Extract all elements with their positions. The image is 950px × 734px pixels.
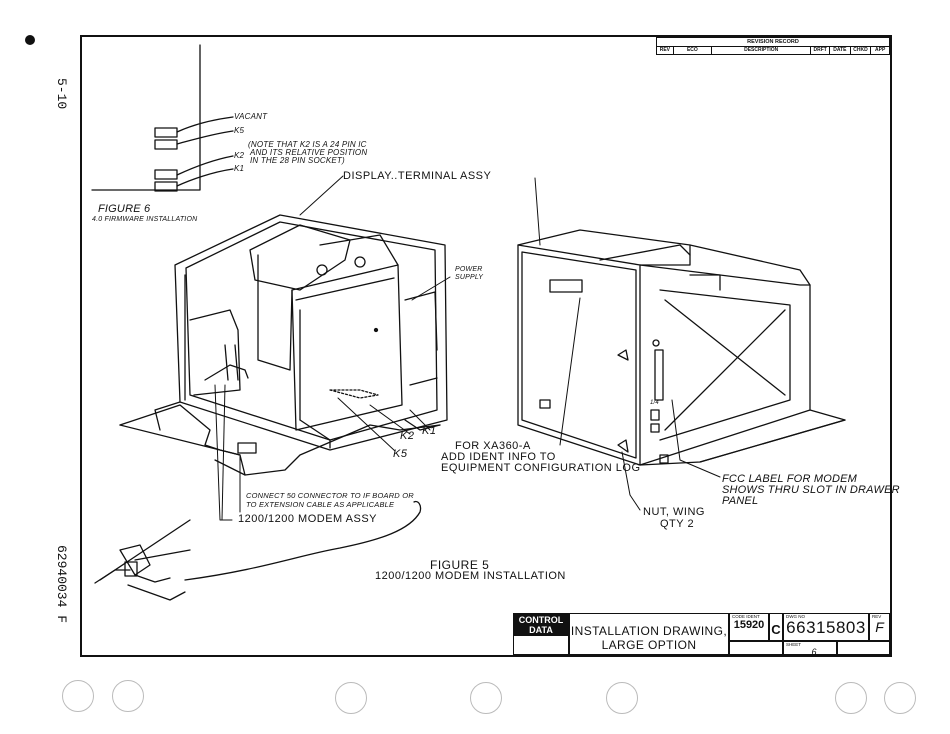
callout-connect-line1: CONNECT 50 CONNECTOR TO IF BOARD OR xyxy=(246,491,414,500)
callout-connect-line2: TO EXTENSION CABLE AS APPLICABLE xyxy=(246,500,395,509)
rev-col-description: DESCRIPTION xyxy=(712,46,812,54)
fig6-label-k1: K1 xyxy=(234,164,245,173)
logo-spacer xyxy=(513,635,569,655)
revision-record-table: REVISION RECORD REV ECO DESCRIPTION DRFT… xyxy=(656,37,890,55)
callout-fraction: 1/4 xyxy=(650,400,659,406)
code-ident-label: CODE IDENT xyxy=(732,614,760,619)
callout-xa360-line3: EQUIPMENT CONFIGURATION LOG xyxy=(441,462,641,474)
punch-hole xyxy=(470,682,502,714)
fig6-caption-title: FIGURE 6 xyxy=(98,203,151,215)
sheet-label: SHEET xyxy=(786,642,802,647)
fig6-note-line1: (NOTE THAT K2 IS A 24 PIN IC xyxy=(248,140,367,149)
punch-hole xyxy=(835,682,867,714)
callout-k5: K5 xyxy=(393,448,408,460)
fig6-label-k5: K5 xyxy=(234,126,245,135)
callout-fcc-line2: SHOWS THRU SLOT IN DRAWER xyxy=(722,484,900,496)
drawing-title-line1: INSTALLATION DRAWING, xyxy=(570,624,728,638)
fig5-caption-sub: 1200/1200 MODEM INSTALLATION xyxy=(375,570,566,582)
callout-fcc-line1: FCC LABEL FOR MODEM xyxy=(722,473,858,485)
rev-col-rev: REV xyxy=(657,46,674,54)
callout-xa360-line2: ADD IDENT INFO TO xyxy=(441,451,556,463)
callout-nut-wing-qty: QTY 2 xyxy=(660,518,695,530)
punch-hole xyxy=(606,682,638,714)
page-number: 5-10 xyxy=(54,78,69,110)
revision-record-columns: REV ECO DESCRIPTION DRFT DATE CHKD APP xyxy=(657,46,889,54)
size-cell: C xyxy=(769,613,783,641)
dwg-no-label: DWG NO xyxy=(786,614,805,619)
fig6-caption-sub: 4.0 FIRMWARE INSTALLATION xyxy=(92,216,198,223)
code-ident-spacer xyxy=(729,641,783,655)
size-value: C xyxy=(771,622,781,637)
dwg-no-value: 66315803 xyxy=(786,618,866,637)
rev-col-drft: DRFT xyxy=(811,46,831,54)
callout-modem-assy: 1200/1200 MODEM ASSY xyxy=(238,513,378,525)
rev-cell: REV F xyxy=(869,613,890,641)
fig6-note-line2: AND ITS RELATIVE POSITION xyxy=(250,148,368,157)
title-block: CONTROL DATA CORPORATION INSTALLATION DR… xyxy=(513,613,890,657)
fig6-label-vacant: VACANT xyxy=(234,112,268,121)
rev-col-chkd: CHKD xyxy=(851,46,872,54)
drawing-title-line2: LARGE OPTION xyxy=(601,638,697,652)
punch-hole xyxy=(884,682,916,714)
extension-cable-connector xyxy=(94,500,422,601)
callout-nut-wing: NUT, WING xyxy=(643,506,705,518)
fig6-note-line3: IN THE 28 PIN SOCKET) xyxy=(250,156,345,165)
callout-k2: K2 xyxy=(400,430,415,442)
callout-power-supply-line2: SUPPLY xyxy=(455,274,484,281)
binder-hole-dot xyxy=(25,35,35,45)
document-number: 62940034 F xyxy=(54,545,69,624)
punch-hole xyxy=(112,680,144,712)
rev-value: F xyxy=(875,619,884,635)
callout-k1: K1 xyxy=(422,425,437,437)
display-terminal-left xyxy=(154,214,448,451)
callout-display-terminal: DISPLAY..TERMINAL ASSY xyxy=(343,170,492,182)
logo-line2: CORPORATION xyxy=(522,636,560,642)
leader-lines xyxy=(214,175,721,521)
callout-xa360-line1: FOR XA360-A xyxy=(455,440,531,452)
sheet-spacer xyxy=(837,641,890,655)
fig6-label-k2: K2 xyxy=(234,151,245,160)
rev-label: REV xyxy=(872,614,882,619)
modem-board-plate xyxy=(119,344,441,476)
logo-line1: CONTROL DATA xyxy=(518,615,564,635)
callout-fcc-line3: PANEL xyxy=(722,495,759,507)
display-terminal-right xyxy=(517,229,846,466)
rev-col-app: APP xyxy=(875,47,886,53)
drawing-title-cell: INSTALLATION DRAWING, LARGE OPTION xyxy=(569,613,729,655)
drawing-frame xyxy=(80,35,892,657)
code-ident-value: 15920 xyxy=(733,619,765,631)
revision-record-title: REVISION RECORD xyxy=(657,38,889,47)
control-data-logo: CONTROL DATA CORPORATION xyxy=(513,613,569,642)
dwg-no-cell: DWG NO 66315803 xyxy=(783,613,869,641)
sheet-value: 6 xyxy=(811,647,817,657)
rev-col-date: DATE xyxy=(830,46,851,54)
rev-col-eco: ECO xyxy=(674,46,713,54)
callout-power-supply-line1: POWER xyxy=(455,266,483,273)
figure6-board-detail xyxy=(91,44,234,192)
sheet-cell: SHEET 6 xyxy=(783,641,837,657)
code-ident-cell: CODE IDENT 15920 xyxy=(729,613,769,641)
punch-hole xyxy=(62,680,94,712)
fig5-caption-title: FIGURE 5 xyxy=(430,558,490,572)
punch-hole xyxy=(335,682,367,714)
